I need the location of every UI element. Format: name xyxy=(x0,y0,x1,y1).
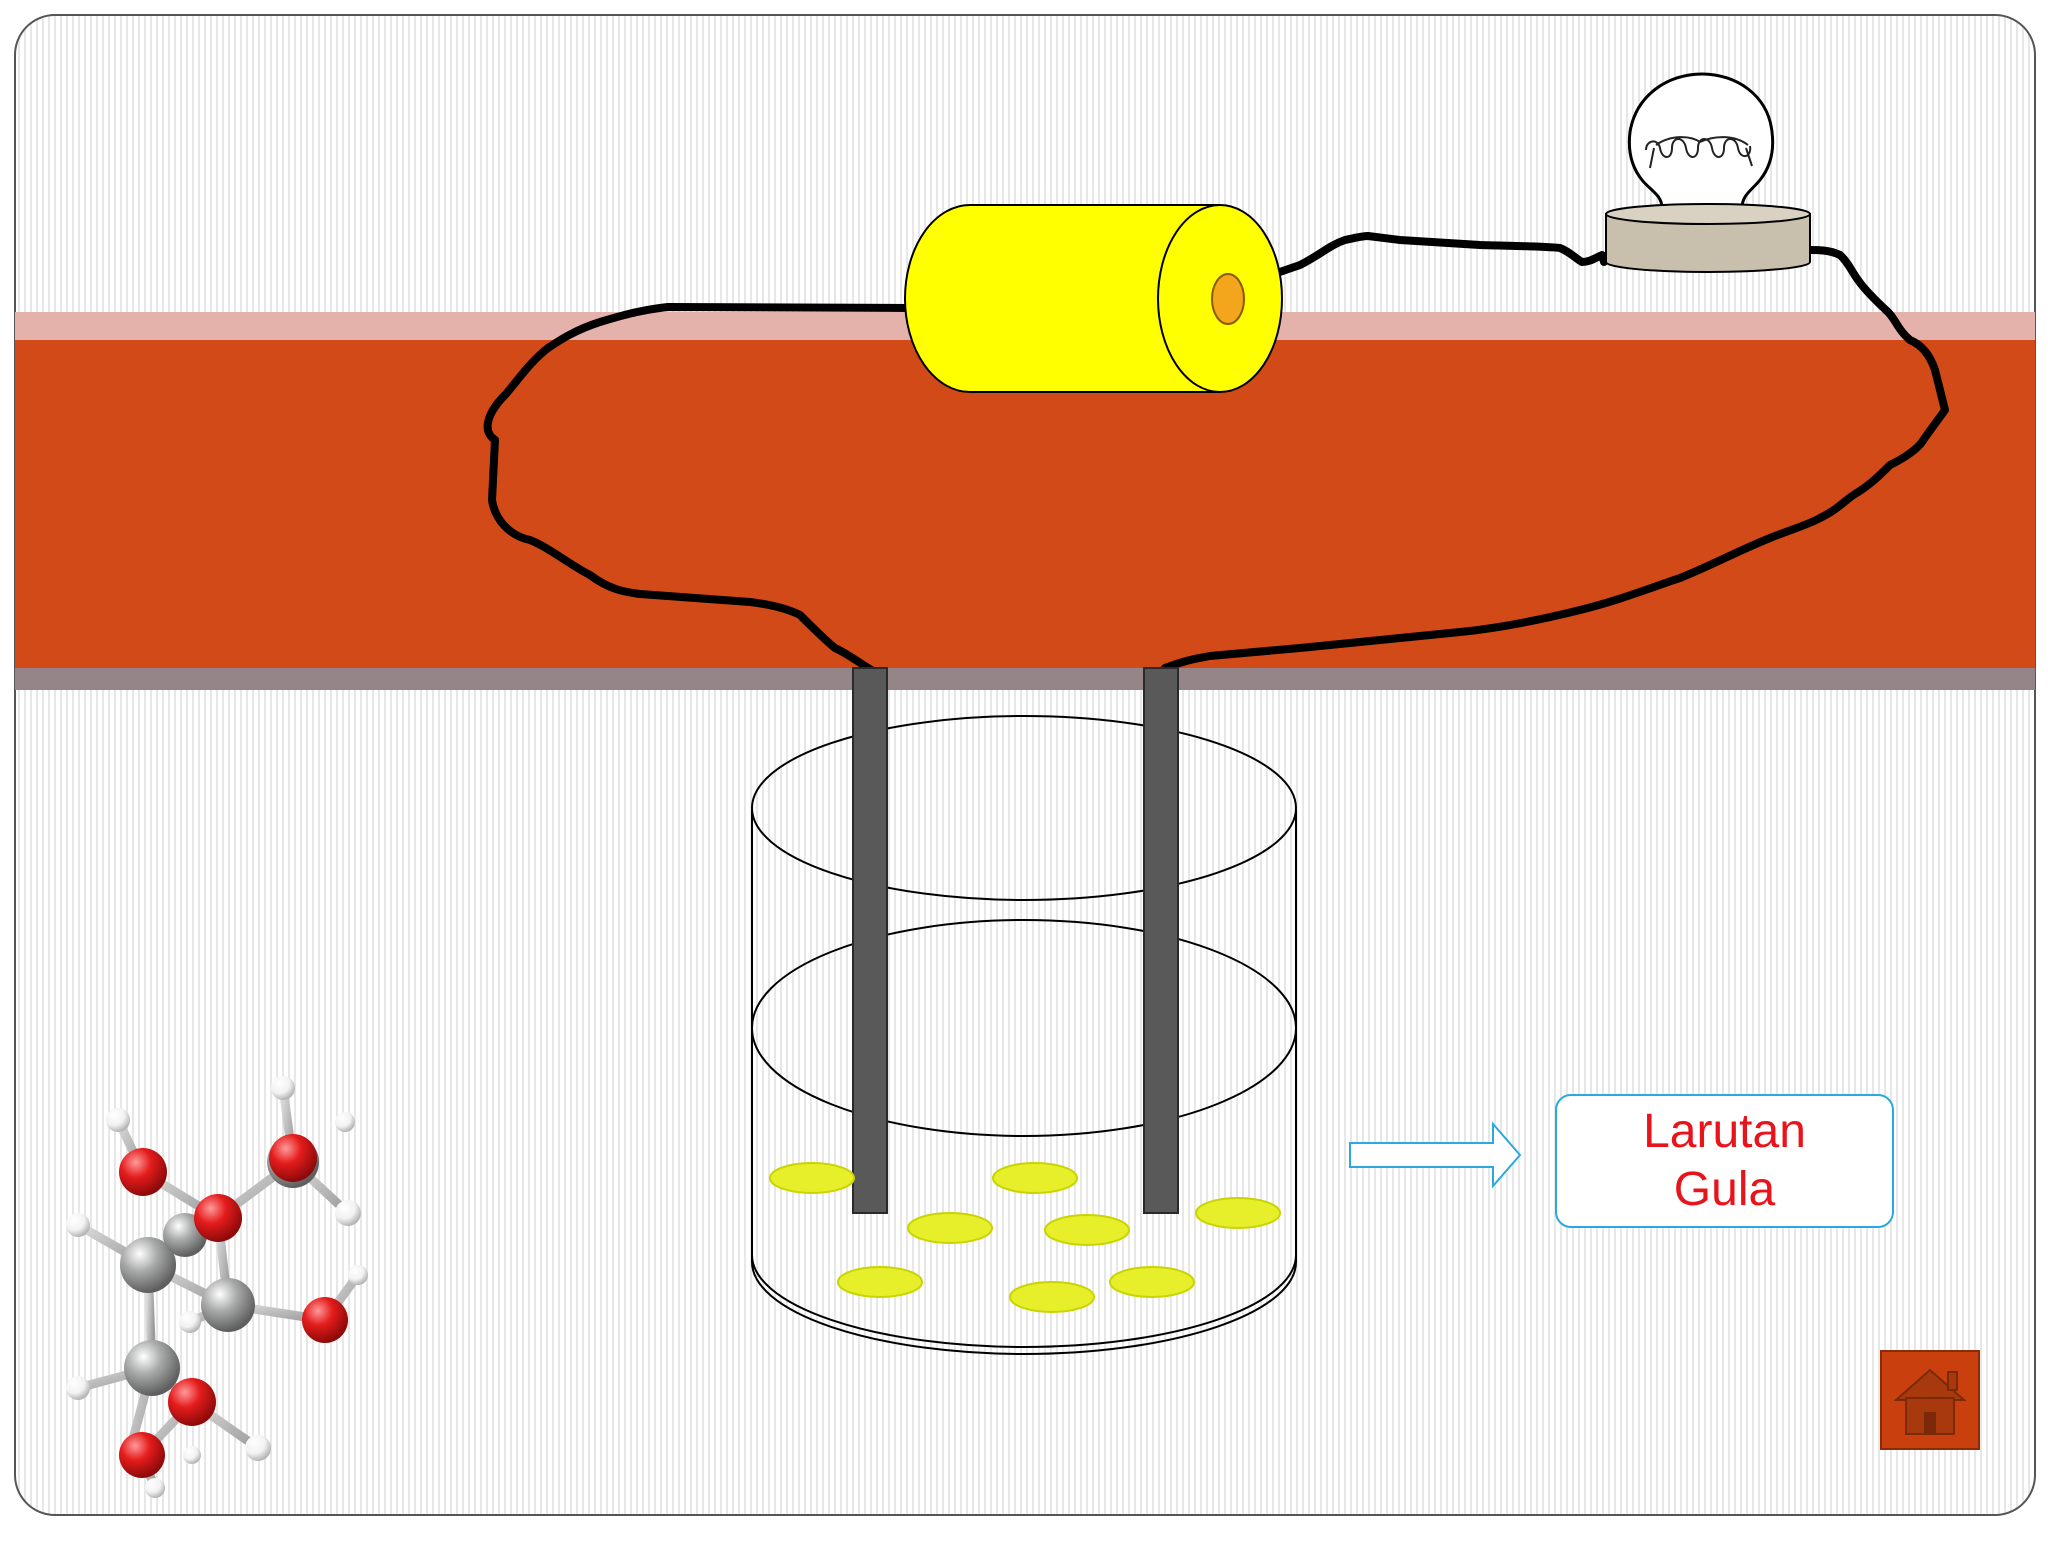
beaker-rim xyxy=(751,715,1297,901)
sugar-particle xyxy=(907,1212,993,1244)
battery-terminal xyxy=(1211,273,1245,325)
light-bulb-icon xyxy=(1605,72,1811,273)
solution-label-line2: Gula xyxy=(1673,1163,1776,1216)
carbon-atom xyxy=(201,1278,255,1332)
right-arrow-icon xyxy=(1349,1121,1522,1189)
wire-battery-to-bulb xyxy=(1224,232,1608,294)
oxygen-atom xyxy=(302,1297,348,1343)
battery-icon xyxy=(904,204,1283,393)
oxygen-atom xyxy=(194,1194,242,1242)
sugar-particle xyxy=(769,1162,855,1194)
solution-label-line1: Larutan xyxy=(1643,1105,1806,1158)
sugar-particle xyxy=(1009,1281,1095,1313)
home-icon xyxy=(1893,1368,1967,1435)
beaker xyxy=(751,715,1297,1355)
band xyxy=(15,340,2035,668)
carbon-atom xyxy=(124,1340,180,1396)
carbon-atom xyxy=(120,1237,176,1293)
sugar-particle xyxy=(837,1266,923,1298)
home-button[interactable] xyxy=(1880,1350,1980,1450)
solution-surface xyxy=(751,919,1297,1137)
sugar-particle xyxy=(1044,1214,1130,1246)
filament xyxy=(1645,136,1753,169)
oxygen-atom xyxy=(269,1134,317,1182)
band-bottom-strip xyxy=(15,668,2035,690)
circuit-wire xyxy=(483,303,912,676)
bulb-base xyxy=(1605,213,1811,273)
sugar-molecule-icon xyxy=(66,1076,368,1498)
electrode-left xyxy=(852,667,888,1214)
sugar-particle xyxy=(1195,1197,1281,1229)
sugar-particle xyxy=(992,1162,1078,1194)
oxygen-atom xyxy=(168,1378,216,1426)
sugar-particles xyxy=(769,1162,1281,1313)
sugar-particle xyxy=(1109,1266,1195,1298)
oxygen-atom xyxy=(119,1148,167,1196)
circuit-wire-return xyxy=(1161,246,1949,672)
electrode-right xyxy=(1143,667,1179,1214)
oxygen-atom xyxy=(119,1432,165,1478)
solution-label-box: Larutan Gula xyxy=(1555,1094,1894,1228)
